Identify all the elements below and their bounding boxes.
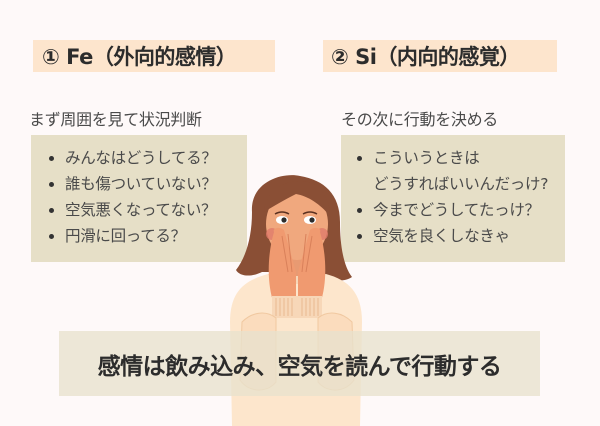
- list-item: 円滑に回ってる？: [47, 223, 247, 249]
- summary-banner: 感情は飲み込み、空気を読んで行動する: [59, 331, 540, 396]
- list-item: 空気悪くなってない？: [47, 197, 247, 223]
- bullet-icon: [49, 182, 54, 187]
- list-item: みんなはどうしてる？: [47, 145, 247, 171]
- bullet-icon: [49, 234, 54, 239]
- si-header-text: ② Si（内向的感覚）: [331, 45, 520, 69]
- bullet-icon: [357, 208, 362, 213]
- bullet-icon: [49, 156, 54, 161]
- fe-header: ① Fe（外向的感情）: [33, 40, 275, 72]
- bullet-icon: [357, 234, 362, 239]
- fe-subtitle: まず周囲を見て状況判断: [29, 110, 202, 129]
- list-item: 今までどうしてたっけ？: [355, 197, 565, 223]
- summary-text: 感情は飲み込み、空気を読んで行動する: [97, 353, 502, 380]
- fe-question-list: みんなはどうしてる？ 誰も傷ついていない？ 空気悪くなってない？ 円滑に回ってる…: [31, 135, 247, 262]
- bullet-icon: [357, 156, 362, 161]
- si-subtitle: その次に行動を決める: [341, 110, 499, 129]
- list-item: こういうときはどうすればいいんだっけ?: [355, 145, 565, 197]
- fe-header-text: ① Fe（外向的感情）: [42, 45, 237, 69]
- list-item: 誰も傷ついていない？: [47, 171, 247, 197]
- bullet-icon: [49, 208, 54, 213]
- si-header: ② Si（内向的感覚）: [323, 40, 557, 72]
- list-item: 空気を良くしなきゃ: [355, 223, 565, 249]
- si-question-list: こういうときはどうすればいいんだっけ? 今までどうしてたっけ？ 空気を良くしなき…: [341, 135, 565, 262]
